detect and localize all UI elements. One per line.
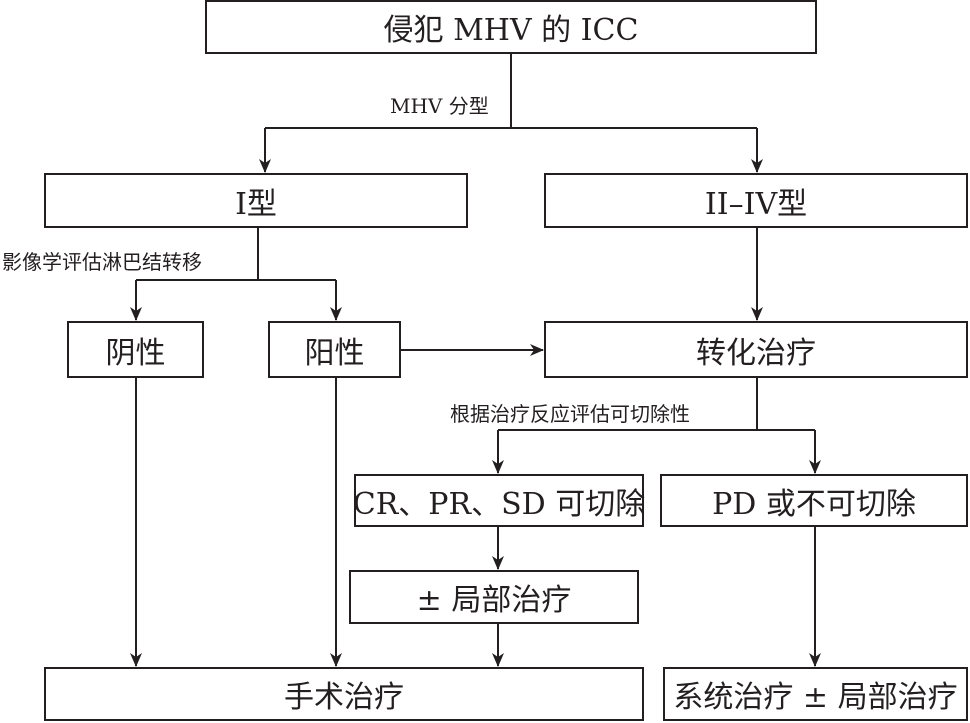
label-response-eval: 根据治疗反应评估可切除性 (448, 402, 692, 426)
node-unresectable: PD 或不可切除 (660, 474, 968, 527)
node-positive: 阳性 (268, 321, 401, 378)
label-mhv-typing: MHV 分型 (388, 94, 491, 118)
node-type1: I型 (44, 173, 468, 228)
node-surgery: 手术治疗 (44, 667, 644, 721)
label-lymph-eval: 影像学评估淋巴结转移 (0, 250, 204, 274)
node-conversion: 转化治疗 (544, 321, 968, 378)
node-negative: 阴性 (67, 321, 204, 378)
node-root: 侵犯 MHV 的 ICC (205, 0, 817, 54)
node-systemic: 系统治疗 ± 局部治疗 (663, 667, 968, 721)
node-local-therapy: ± 局部治疗 (349, 570, 639, 624)
node-type2-4: II–IV型 (544, 173, 968, 228)
node-resectable: CR、PR、SD 可切除 (353, 474, 645, 527)
